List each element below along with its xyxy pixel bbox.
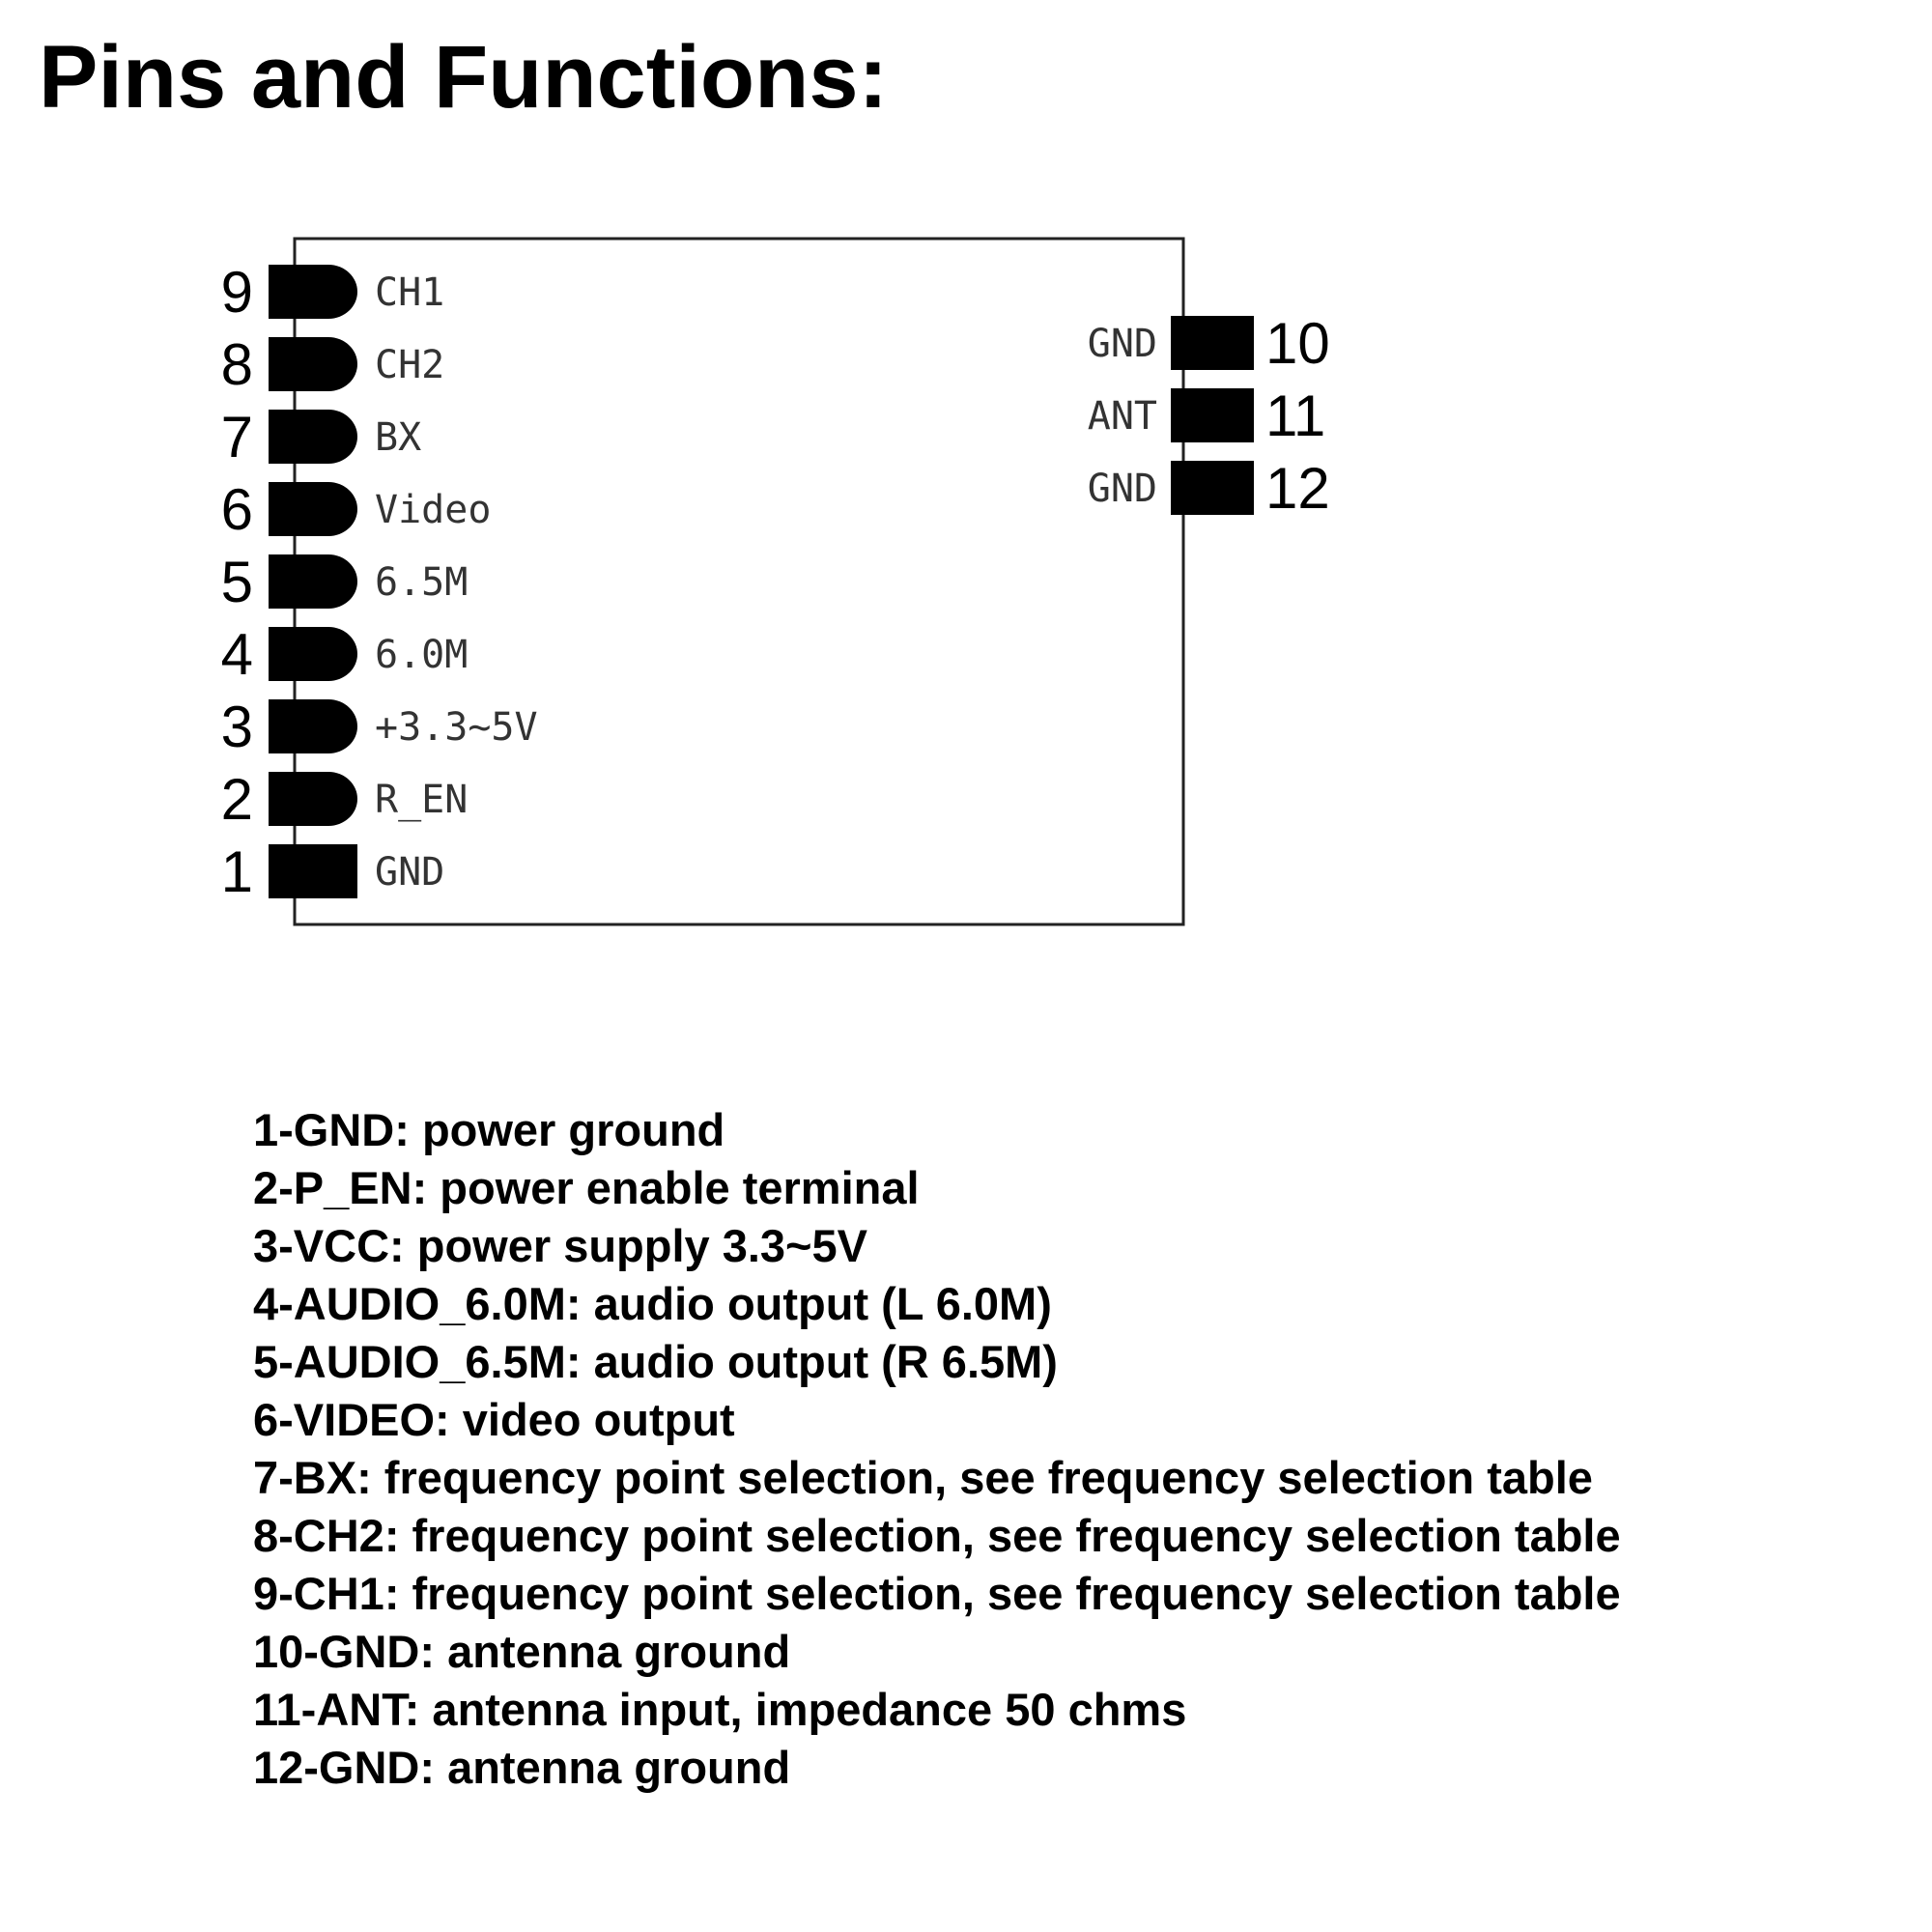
pin-description-list: 1-GND: power ground 2-P_EN: power enable … — [253, 1101, 1621, 1797]
pin-pad — [269, 265, 357, 319]
pin-description: 3-VCC: power supply 3.3~5V — [253, 1220, 867, 1271]
pin-3: 3 +3.3~5V — [221, 695, 538, 759]
page-title: Pins and Functions: — [39, 28, 889, 127]
pin-pad — [269, 554, 357, 609]
pin-pad — [269, 482, 357, 536]
pin-number: 9 — [221, 260, 253, 325]
pin-label: 6.0M — [375, 633, 468, 677]
pin-label: 6.5M — [375, 560, 468, 605]
pin-description: 7-BX: frequency point selection, see fre… — [253, 1452, 1593, 1503]
pin-label: CH2 — [375, 343, 444, 387]
pin-pad — [1171, 316, 1254, 370]
pin-label: GND — [375, 850, 444, 895]
pin-label: Video — [375, 488, 491, 532]
pin-label: BX — [375, 415, 421, 460]
pin-5: 5 6.5M — [221, 550, 469, 614]
pin-9: 9 CH1 — [221, 260, 445, 325]
pin-pad — [1171, 461, 1254, 515]
pin-label: R_EN — [375, 778, 468, 822]
pin-label: +3.3~5V — [375, 705, 538, 750]
pin-1: 1 GND — [221, 839, 445, 904]
left-pin-group: 9 CH1 8 CH2 7 BX 6 Video 5 6.5M 4 6.0M 3 +3.3~5V 2 R_EN… — [221, 260, 538, 904]
pin-2: 2 R_EN — [221, 767, 469, 832]
pin-pad — [269, 844, 357, 898]
pin-number: 1 — [221, 839, 253, 904]
pin-label: ANT — [1088, 394, 1157, 439]
pin-11: ANT 11 — [1088, 384, 1326, 448]
pin-description: 6-VIDEO: video output — [253, 1394, 735, 1445]
pin-12: GND 12 — [1088, 456, 1330, 521]
pin-pad — [269, 772, 357, 826]
pinout-diagram: 9 CH1 8 CH2 7 BX 6 Video 5 6.5M 4 6.0M 3 +3.3~5V 2 R_EN… — [221, 237, 1330, 926]
pin-description: 5-AUDIO_6.5M: audio output (R 6.5M) — [253, 1336, 1058, 1387]
pin-description: 9-CH1: frequency point selection, see fr… — [253, 1568, 1621, 1619]
pin-pad — [269, 337, 357, 391]
pin-description: 11-ANT: antenna input, impedance 50 chms — [253, 1684, 1187, 1735]
pin-description: 1-GND: power ground — [253, 1104, 725, 1155]
pin-description: 8-CH2: frequency point selection, see fr… — [253, 1510, 1621, 1561]
pin-8: 8 CH2 — [221, 332, 445, 397]
pin-description: 4-AUDIO_6.0M: audio output (L 6.0M) — [253, 1278, 1052, 1329]
pin-number: 3 — [221, 695, 253, 759]
pin-description: 12-GND: antenna ground — [253, 1742, 791, 1793]
pin-7: 7 BX — [221, 405, 422, 469]
pin-number: 6 — [221, 477, 253, 542]
pin-number: 7 — [221, 405, 253, 469]
pin-description: 10-GND: antenna ground — [253, 1626, 791, 1677]
pin-pad — [269, 627, 357, 681]
pin-description: 2-P_EN: power enable terminal — [253, 1162, 920, 1213]
pin-label: GND — [1088, 467, 1157, 511]
pin-number: 11 — [1265, 384, 1325, 448]
pin-number: 12 — [1265, 456, 1330, 521]
pin-pad — [269, 699, 357, 753]
pin-4: 4 6.0M — [221, 622, 469, 687]
pin-label: CH1 — [375, 270, 444, 315]
pin-number: 5 — [221, 550, 253, 614]
pin-number: 10 — [1265, 311, 1330, 376]
pin-6: 6 Video — [221, 477, 492, 542]
pin-pad — [1171, 388, 1254, 442]
pin-pad — [269, 410, 357, 464]
pin-10: GND 10 — [1088, 311, 1330, 376]
pin-number: 4 — [221, 622, 253, 687]
pin-number: 8 — [221, 332, 253, 397]
pin-number: 2 — [221, 767, 253, 832]
pin-label: GND — [1088, 322, 1157, 366]
